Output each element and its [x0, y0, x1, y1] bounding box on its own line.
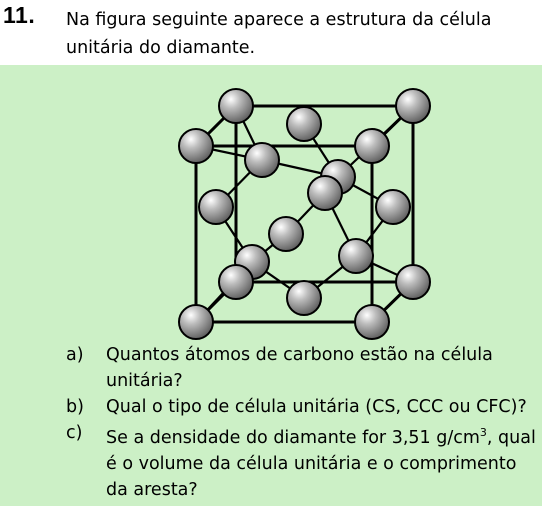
- diamond-unit-cell-diagram: [178, 88, 431, 340]
- carbon-atom: [244, 142, 280, 178]
- carbon-atom: [218, 88, 254, 124]
- item-a-label: a): [66, 345, 84, 365]
- question-items: a) Quantos átomos de carbono estão na cé…: [0, 342, 542, 503]
- carbon-atom: [218, 264, 254, 300]
- item-c-label: c): [66, 423, 83, 443]
- carbon-atom: [268, 216, 304, 252]
- carbon-atom: [178, 128, 214, 164]
- item-b: b) Qual o tipo de célula unitária (CS, C…: [0, 394, 542, 420]
- carbon-atom: [395, 264, 431, 300]
- carbon-atom: [354, 304, 390, 340]
- carbon-atom: [178, 304, 214, 340]
- item-c-text-after: , qual é o volume da célula unitária e o…: [106, 427, 536, 500]
- item-b-text: Qual o tipo de célula unitária (CS, CCC …: [106, 397, 527, 417]
- carbon-atom: [375, 189, 411, 225]
- question-number: 11.: [3, 2, 36, 28]
- carbon-atom: [307, 175, 343, 211]
- item-a-text: Quantos átomos de carbono estão na célul…: [106, 345, 493, 391]
- carbon-atom: [354, 128, 390, 164]
- carbon-atoms: [178, 88, 431, 340]
- carbon-atom: [286, 280, 322, 316]
- carbon-atom: [338, 238, 374, 274]
- carbon-atom: [198, 189, 234, 225]
- item-b-label: b): [66, 397, 84, 417]
- carbon-atom: [395, 88, 431, 124]
- question-panel: [0, 65, 542, 506]
- question-intro: Na figura seguinte aparece a estrutura d…: [66, 10, 492, 58]
- item-a: a) Quantos átomos de carbono estão na cé…: [0, 342, 542, 394]
- item-c-superscript: 3: [479, 426, 487, 439]
- carbon-atom: [286, 106, 322, 142]
- item-c-text-before: Se a densidade do diamante for 3,51 g/cm: [106, 427, 480, 448]
- item-c: c) Se a densidade do diamante for 3,51 g…: [0, 420, 542, 503]
